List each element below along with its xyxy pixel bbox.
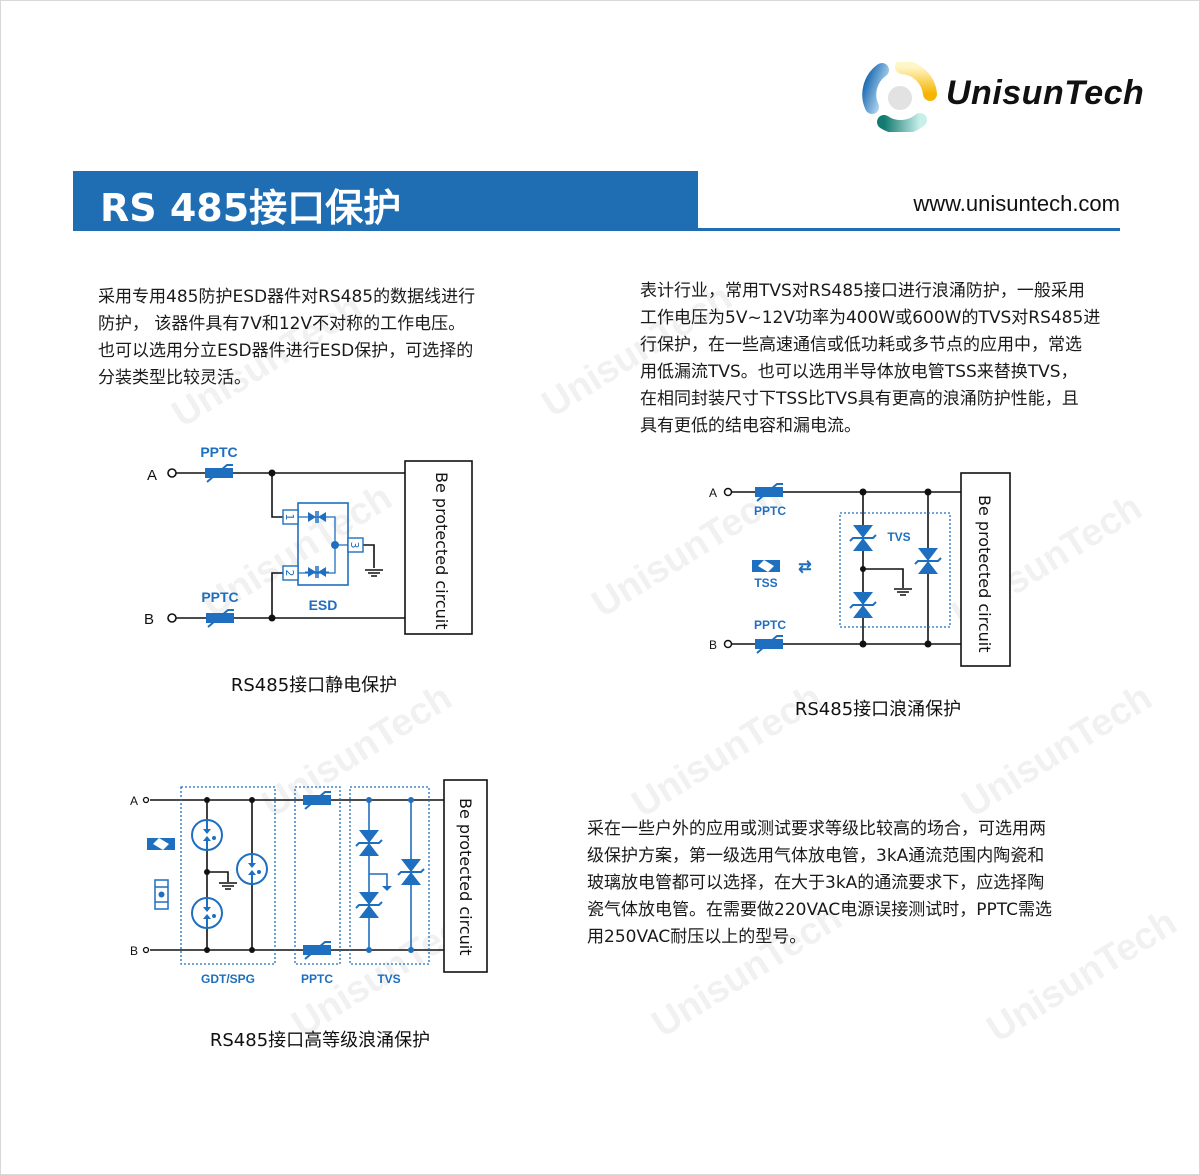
text-line: 采用专用485防护ESD器件对RS485的数据线进行 [98,287,476,307]
text-line: 表计行业，常用TVS对RS485接口进行浪涌防护，一般采用 [640,281,1085,301]
title-underline [698,228,1120,231]
text-line: 分装类型比较灵活。 [98,368,251,388]
text-line: 采在一些户外的应用或测试要求等级比较高的场合，可选用两 [587,819,1046,839]
surge-description: 表计行业，常用TVS对RS485接口进行浪涌防护，一般采用 工作电压为5V~12… [640,278,1100,440]
text-line: 玻璃放电管都可以选择，在大于3kA的通流要求下，应选择陶 [587,873,1045,893]
text-line: 在相同封装尺寸下TSS比TVS具有更高的浪涌防护性能，且 [640,389,1079,409]
esd-description: 采用专用485防护ESD器件对RS485的数据线进行 防护， 该器件具有7V和1… [98,284,475,392]
brand-name: UnisunTech [946,74,1145,112]
text-line: 防护， 该器件具有7V和12V不对称的工作电压。 [98,314,466,334]
surge-diagram-caption: RS485接口浪涌保护 [794,699,962,720]
text-line: 用250VAC耐压以上的型号。 [587,927,807,947]
text-line: 瓷气体放电管。在需要做220VAC电源误接测试时，PPTC需选 [587,900,1052,920]
text-line: 行保护，在一些高速通信或低功耗或多节点的应用中，常选 [640,335,1082,355]
page-title: RS 485接口保护 [100,186,402,230]
high-diagram-caption: RS485接口高等级浪涌保护 [209,1030,431,1051]
logo-mark-icon [862,60,937,135]
title-banner: RS 485接口保护 [73,171,698,231]
text-line: 具有更低的结电容和漏电流。 [640,416,861,436]
esd-diagram-caption: RS485接口静电保护 [230,675,398,696]
website-url[interactable]: www.unisuntech.com [913,191,1120,216]
text-line: 用低漏流TVS。也可以选用半导体放电管TSS来替换TVS， [640,362,1078,382]
text-line: 工作电压为5V~12V功率为400W或600W的TVS对RS485进 [640,308,1101,328]
brand-logo: UnisunTech [862,60,1144,135]
text-line: 也可以选用分立ESD器件进行ESD保护，可选择的 [98,341,474,361]
high-level-description: 采在一些户外的应用或测试要求等级比较高的场合，可选用两 级保护方案，第一级选用气… [587,816,1052,951]
text-line: 级保护方案，第一级选用气体放电管，3kA通流范围内陶瓷和 [587,846,1045,866]
